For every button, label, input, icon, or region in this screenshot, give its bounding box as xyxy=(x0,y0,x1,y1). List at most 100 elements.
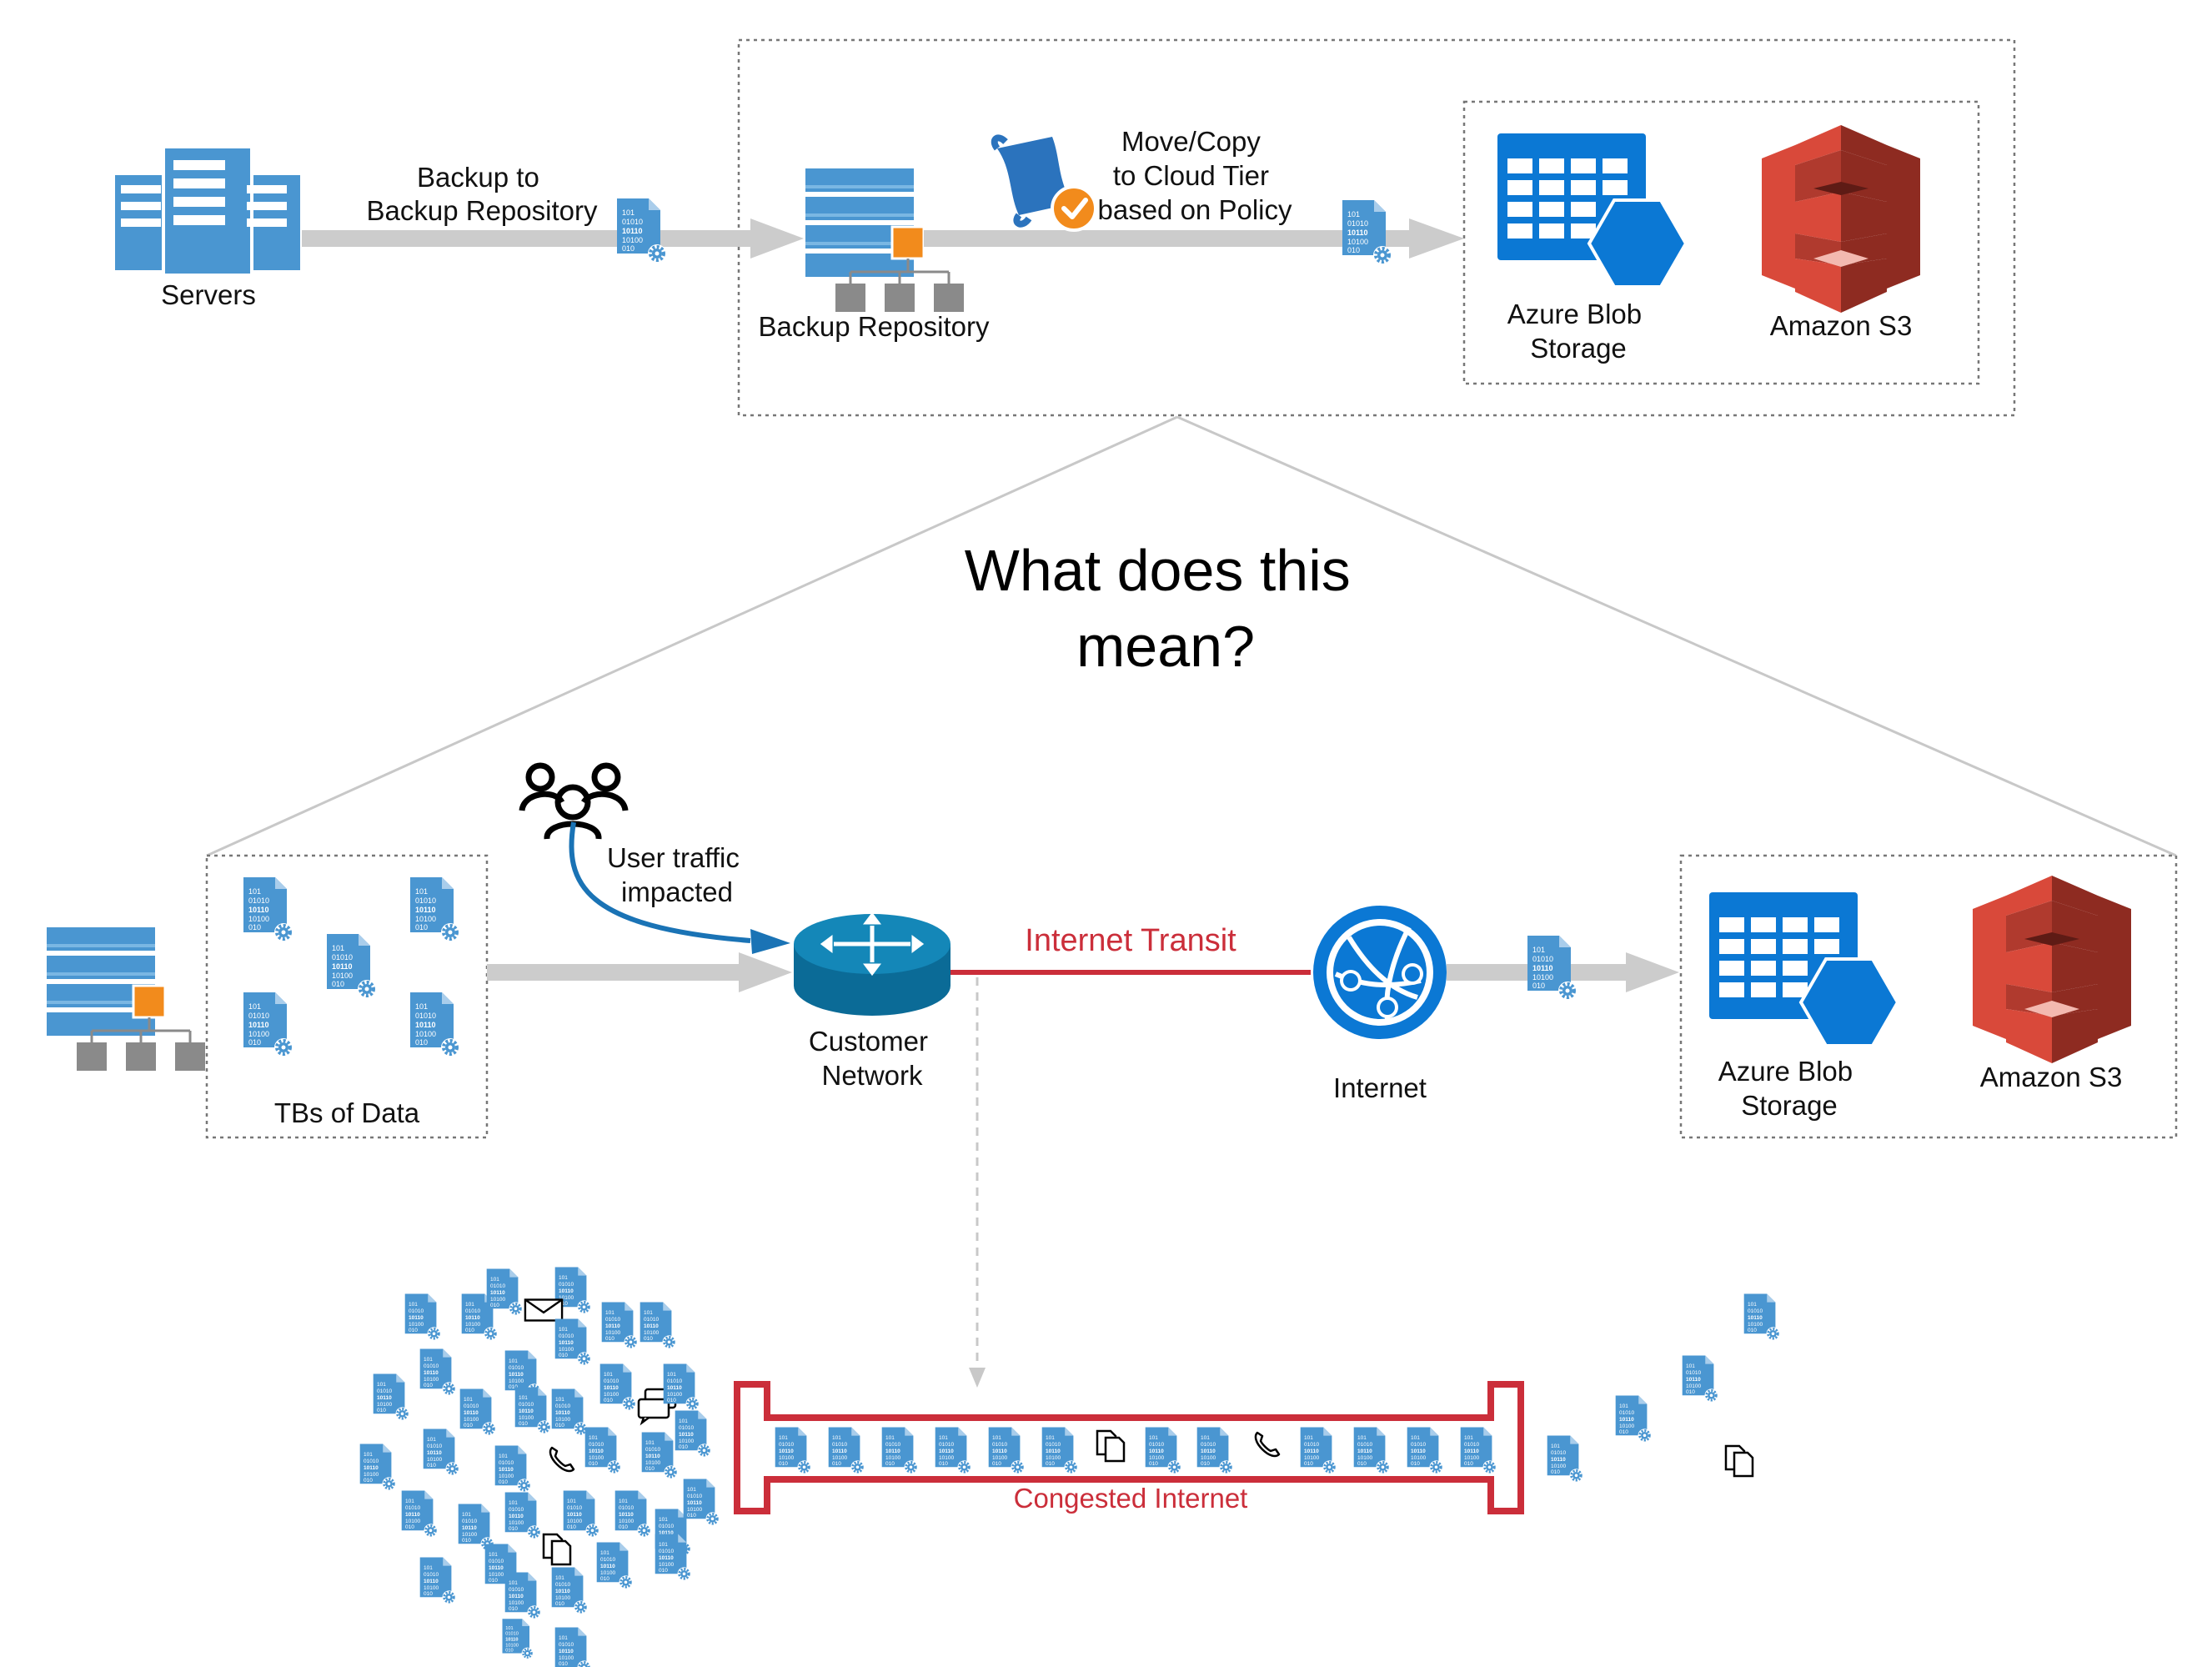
top-row: Servers Backup to Backup Repository Back… xyxy=(112,38,2016,417)
internet-label: Internet xyxy=(1333,1072,1427,1103)
user-traffic-arrowhead xyxy=(750,929,790,954)
binary-file-gear-icon xyxy=(1341,198,1393,266)
binary-file-gear-icon xyxy=(1743,1292,1781,1342)
binary-file-gear-icon xyxy=(242,991,294,1058)
binary-file-gear-icon xyxy=(1299,1425,1337,1475)
binary-file-gear-icon xyxy=(682,1477,720,1527)
phone-icon xyxy=(549,1446,575,1473)
question-text: What does this mean? xyxy=(965,538,1367,679)
zoom-callout: What does this mean? xyxy=(206,415,2177,857)
user-traffic-curve xyxy=(569,821,751,943)
middle-azure-label: Azure Blob Storage xyxy=(1718,1056,1861,1121)
binary-file-gear-icon xyxy=(1526,934,1578,1002)
binary-file-gear-icon xyxy=(599,1362,637,1412)
binary-file-gear-icon xyxy=(934,1425,972,1475)
router-label-line-1: Customer xyxy=(809,1026,928,1057)
binary-file-gear-icon xyxy=(614,1489,652,1539)
binary-file-gear-icon xyxy=(674,1408,712,1459)
binary-file-gear-icon xyxy=(325,932,378,1000)
zoom-line-left xyxy=(206,415,1178,857)
policy-label-line-1: Move/Copy xyxy=(1121,126,1261,157)
cloud-targets-frame-middle xyxy=(1679,854,2178,1139)
binary-file-gear-icon xyxy=(419,1555,457,1605)
binary-file-gear-icon xyxy=(1041,1425,1079,1475)
binary-file-gear-icon xyxy=(774,1425,812,1475)
binary-file-gear-icon xyxy=(1546,1434,1584,1484)
middle-azure-label-line-1: Azure Blob xyxy=(1718,1056,1853,1087)
binary-file-gear-icon xyxy=(514,1385,552,1435)
router-label-line-2: Network xyxy=(821,1060,923,1091)
documents-icon xyxy=(1096,1429,1126,1463)
binary-file-gear-icon xyxy=(600,1300,639,1350)
server-rack-icon xyxy=(112,145,303,277)
amazon-s3-bucket-icon xyxy=(1762,125,1920,313)
backup-arrow xyxy=(302,218,804,259)
policy-label-line-3: based on Policy xyxy=(1098,194,1292,225)
cloud-targets-frame xyxy=(1462,100,1980,385)
binary-file-gear-icon xyxy=(409,991,461,1058)
question-line-2: mean? xyxy=(1076,614,1255,679)
binary-file-gear-icon xyxy=(419,1347,457,1397)
binary-file-gear-icon xyxy=(1406,1425,1444,1475)
servers-label: Servers xyxy=(161,279,256,310)
policy-scroll-check-icon xyxy=(991,134,1097,232)
globe-network-icon xyxy=(1313,906,1447,1039)
middle-s3-label: Amazon S3 xyxy=(1980,1062,2123,1092)
azure-blob-storage-icon xyxy=(1708,891,1899,1047)
binary-file-gear-icon xyxy=(504,1570,542,1620)
binary-file-gear-icon xyxy=(554,1625,592,1667)
binary-file-gear-icon xyxy=(662,1362,700,1412)
binary-file-gear-icon xyxy=(1196,1425,1234,1475)
binary-file-gear-icon xyxy=(639,1300,677,1350)
binary-file-gear-icon xyxy=(550,1565,589,1615)
binary-file-gear-icon xyxy=(494,1444,532,1494)
user-traffic-label: User traffic impacted xyxy=(607,842,747,907)
binary-file-gear-icon xyxy=(409,876,461,943)
congestion-scene: Congested Internet xyxy=(359,977,1781,1667)
transit-label: Internet Transit xyxy=(1025,923,1236,958)
congested-pipe xyxy=(734,1381,1524,1514)
documents-icon xyxy=(1724,1444,1754,1478)
user-traffic-label-line-2: impacted xyxy=(621,876,733,907)
zoom-down-arrowhead xyxy=(969,1368,986,1388)
binary-file-gear-icon xyxy=(485,1267,524,1317)
backup-arrow-label-line-2: Backup Repository xyxy=(367,195,598,226)
binary-file-gear-icon xyxy=(359,1442,397,1492)
envelope-icon xyxy=(524,1298,564,1322)
data-crowd xyxy=(359,1265,720,1667)
repo-label: Backup Repository xyxy=(759,311,990,342)
backup-repository-icon xyxy=(45,926,207,1072)
cloud-tier-frame xyxy=(737,38,2016,417)
top-s3-label: Amazon S3 xyxy=(1770,310,1913,341)
binary-file-gear-icon xyxy=(1681,1353,1719,1403)
router-label: Customer Network xyxy=(809,1026,935,1091)
phone-icon xyxy=(1254,1431,1281,1458)
pipe-contents xyxy=(774,1425,1497,1475)
zoom-line-right xyxy=(1176,415,2177,857)
binary-file-gear-icon xyxy=(1144,1425,1182,1475)
binary-file-gear-icon xyxy=(595,1540,634,1590)
question-line-1: What does this xyxy=(965,538,1351,603)
binary-file-gear-icon xyxy=(615,197,668,264)
binary-file-gear-icon xyxy=(1352,1425,1391,1475)
binary-file-gear-icon xyxy=(1459,1425,1497,1475)
binary-file-gear-icon xyxy=(404,1292,442,1342)
top-azure-label-line-2: Storage xyxy=(1530,333,1627,364)
binary-file-gear-icon xyxy=(372,1372,410,1422)
binary-file-gear-icon xyxy=(501,1617,534,1660)
binary-file-gear-icon xyxy=(562,1489,600,1539)
tier-arrow xyxy=(924,218,1464,259)
user-traffic-label-line-1: User traffic xyxy=(607,842,740,873)
tbs-frame xyxy=(205,854,489,1139)
top-azure-label: Azure Blob Storage xyxy=(1507,299,1650,364)
binary-file-gear-icon xyxy=(880,1425,919,1475)
binary-file-gear-icon xyxy=(422,1427,460,1477)
binary-file-gear-icon xyxy=(504,1490,542,1540)
middle-azure-label-line-2: Storage xyxy=(1741,1090,1838,1121)
router-icon xyxy=(794,911,951,1016)
binary-file-gear-icon xyxy=(584,1425,622,1475)
data-through xyxy=(1546,1292,1781,1484)
congested-label: Congested Internet xyxy=(1014,1483,1248,1514)
top-azure-label-line-1: Azure Blob xyxy=(1507,299,1642,329)
binary-file-gear-icon xyxy=(827,1425,865,1475)
